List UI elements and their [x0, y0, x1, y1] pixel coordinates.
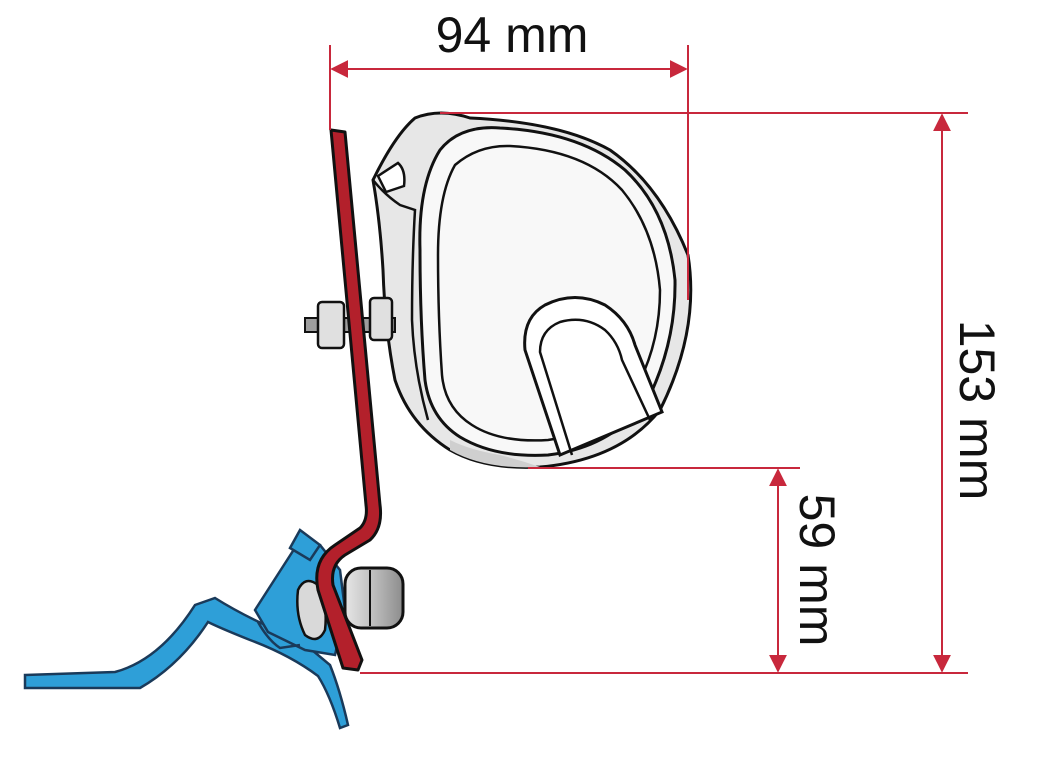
- housing-slot-inner: [538, 318, 652, 456]
- housing-bevel: [372, 179, 430, 421]
- dim-width-label: 94 mm: [436, 7, 589, 63]
- housing-latch: [376, 161, 406, 194]
- dim-lower-label: 59 mm: [789, 494, 845, 647]
- vehicle-rail: [23, 528, 350, 730]
- red-bracket: [315, 128, 382, 672]
- upper-nut-right: [368, 296, 394, 342]
- awning-housing: [371, 111, 693, 469]
- dimension-lower: 59 mm: [528, 467, 845, 673]
- dim-height-label: 153 mm: [949, 320, 1005, 501]
- rail-clamp-top: [288, 528, 322, 562]
- housing-bottom-shade: [450, 440, 540, 468]
- dimension-width: 94 mm: [329, 7, 689, 300]
- dimension-height: 153 mm: [360, 112, 1005, 674]
- upper-nut-left: [316, 300, 346, 350]
- rail-channel: [256, 621, 301, 650]
- lower-bolt-head: [343, 566, 405, 630]
